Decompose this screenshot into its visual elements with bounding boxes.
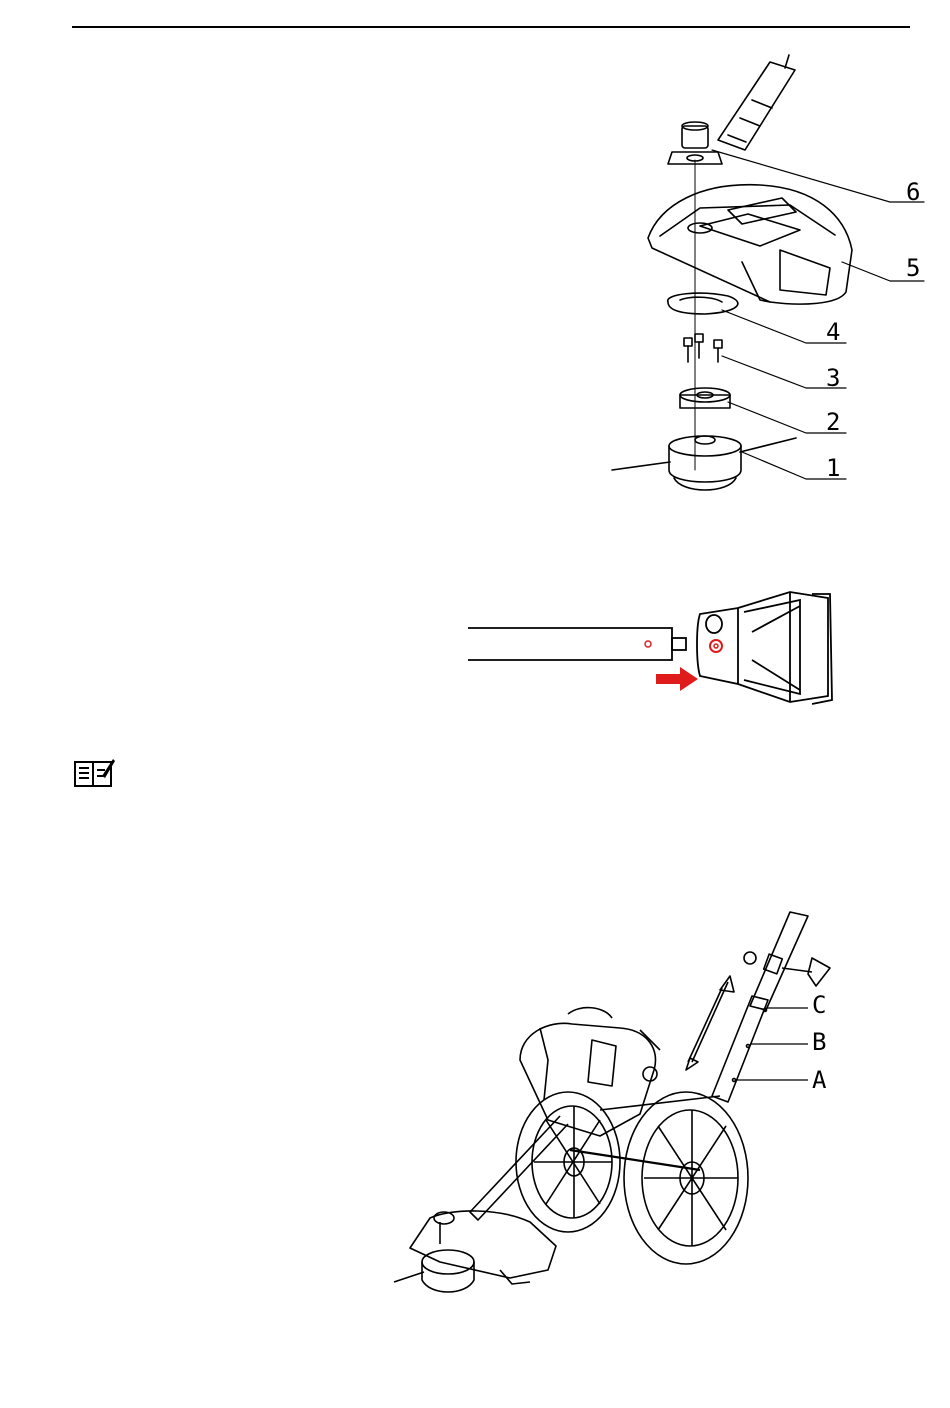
figure-handle-adjustment	[394, 912, 830, 1292]
gear-head	[668, 122, 722, 164]
boom-and-head	[394, 1116, 568, 1292]
washer	[668, 293, 738, 314]
shaft-tube	[468, 628, 672, 660]
handle-callout-leaders	[736, 1008, 808, 1080]
callout-1: 1	[826, 454, 840, 482]
insertion-arrow-icon	[656, 667, 698, 691]
callout-4: 4	[826, 318, 840, 346]
bearing	[680, 388, 730, 408]
engine	[520, 1008, 660, 1136]
coupling-housing	[697, 592, 832, 704]
drive-shaft	[718, 55, 795, 150]
callout-leaders	[712, 150, 924, 479]
callout-2: 2	[826, 408, 840, 436]
callout-a: A	[812, 1066, 827, 1094]
guard	[648, 185, 852, 304]
screws	[684, 334, 722, 362]
figure-shaft-insertion	[468, 592, 832, 704]
right-wheel	[624, 1092, 748, 1264]
adjust-double-arrow-icon	[686, 976, 734, 1070]
manual-note-icon	[74, 756, 116, 788]
callout-3: 3	[826, 364, 840, 392]
callout-c: C	[812, 991, 826, 1019]
callout-b: B	[812, 1028, 826, 1056]
callout-6: 6	[906, 178, 920, 206]
callout-5: 5	[906, 254, 920, 282]
